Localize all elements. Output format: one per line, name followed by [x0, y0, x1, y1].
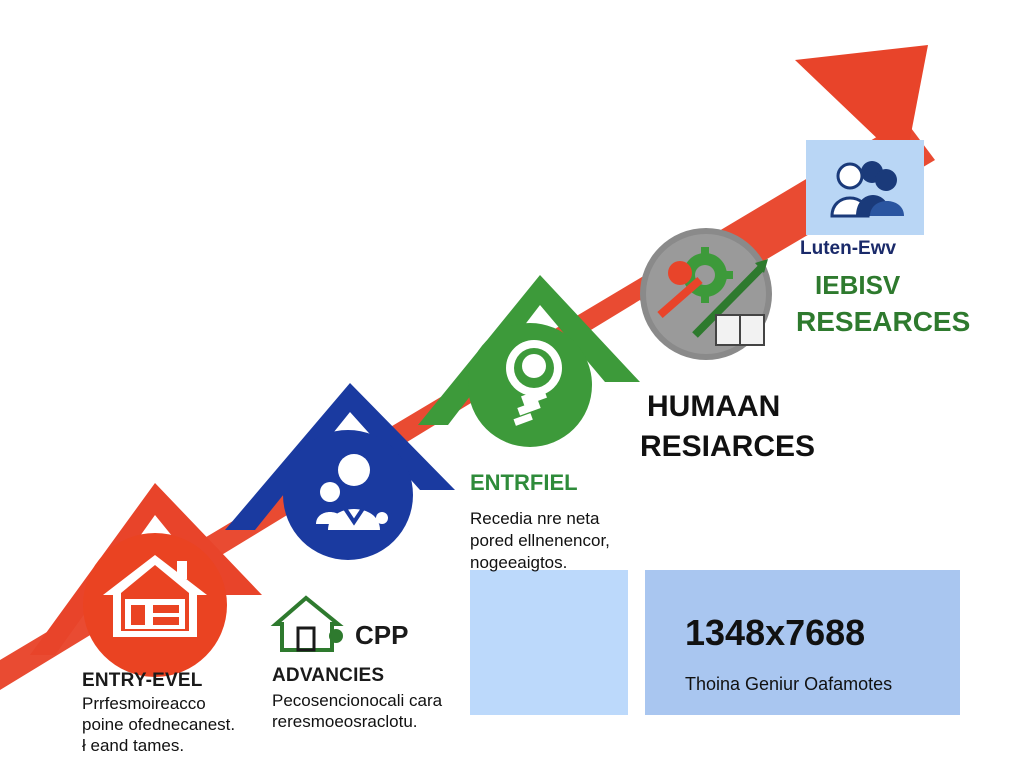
- step-advancies-desc-2: reresmoeosraclotu.: [272, 712, 418, 731]
- step-entry-title: ENTRY-EVEL: [82, 670, 203, 691]
- house-icon: [103, 555, 207, 637]
- resolution-value: 1348x7688: [685, 612, 866, 653]
- step-advancies-desc-1: Pecosencionocali cara: [272, 691, 443, 710]
- lightbulb-icon: [506, 340, 562, 426]
- home-outline-icon: [270, 595, 344, 652]
- step-top-title-2: IEBISV: [815, 270, 901, 300]
- step-advancies-chevron: [225, 383, 455, 560]
- gear-tools-icon: [657, 247, 768, 346]
- resolution-caption: Thoina Geniur Oafamotes: [685, 674, 893, 694]
- step-entrfiel-desc-1: Recedia nre neta: [470, 509, 600, 528]
- step-entry-desc-2: poine ofednecanest.: [82, 715, 236, 734]
- worker-icon: [316, 454, 388, 530]
- step-entry-desc-1: Prrfesmoireacco: [82, 694, 206, 713]
- step-advancies-title: ADVANCIES: [272, 665, 385, 686]
- info-panel-left: [470, 570, 628, 715]
- step-top-title-1: Luten-Ewv: [800, 238, 897, 259]
- step-human-title-1: HUMAAN: [647, 390, 781, 423]
- step-entrfiel-desc-3: nogeeaigtos.: [470, 553, 568, 572]
- step-advancies-tag: CPP: [355, 620, 409, 650]
- step-top-square: [806, 140, 924, 235]
- step-entry-desc-3: ł eand tames.: [82, 736, 185, 755]
- step-entrfiel-title: ENTRFIEL: [470, 470, 578, 495]
- step-human-title-2: RESIARCES: [640, 430, 816, 463]
- step-top-title-3: RESEARCES: [796, 306, 971, 337]
- info-panel-right: [645, 570, 960, 715]
- team-icon: [830, 161, 904, 218]
- step-entrfiel-desc-2: pored ellnenencor,: [470, 531, 610, 550]
